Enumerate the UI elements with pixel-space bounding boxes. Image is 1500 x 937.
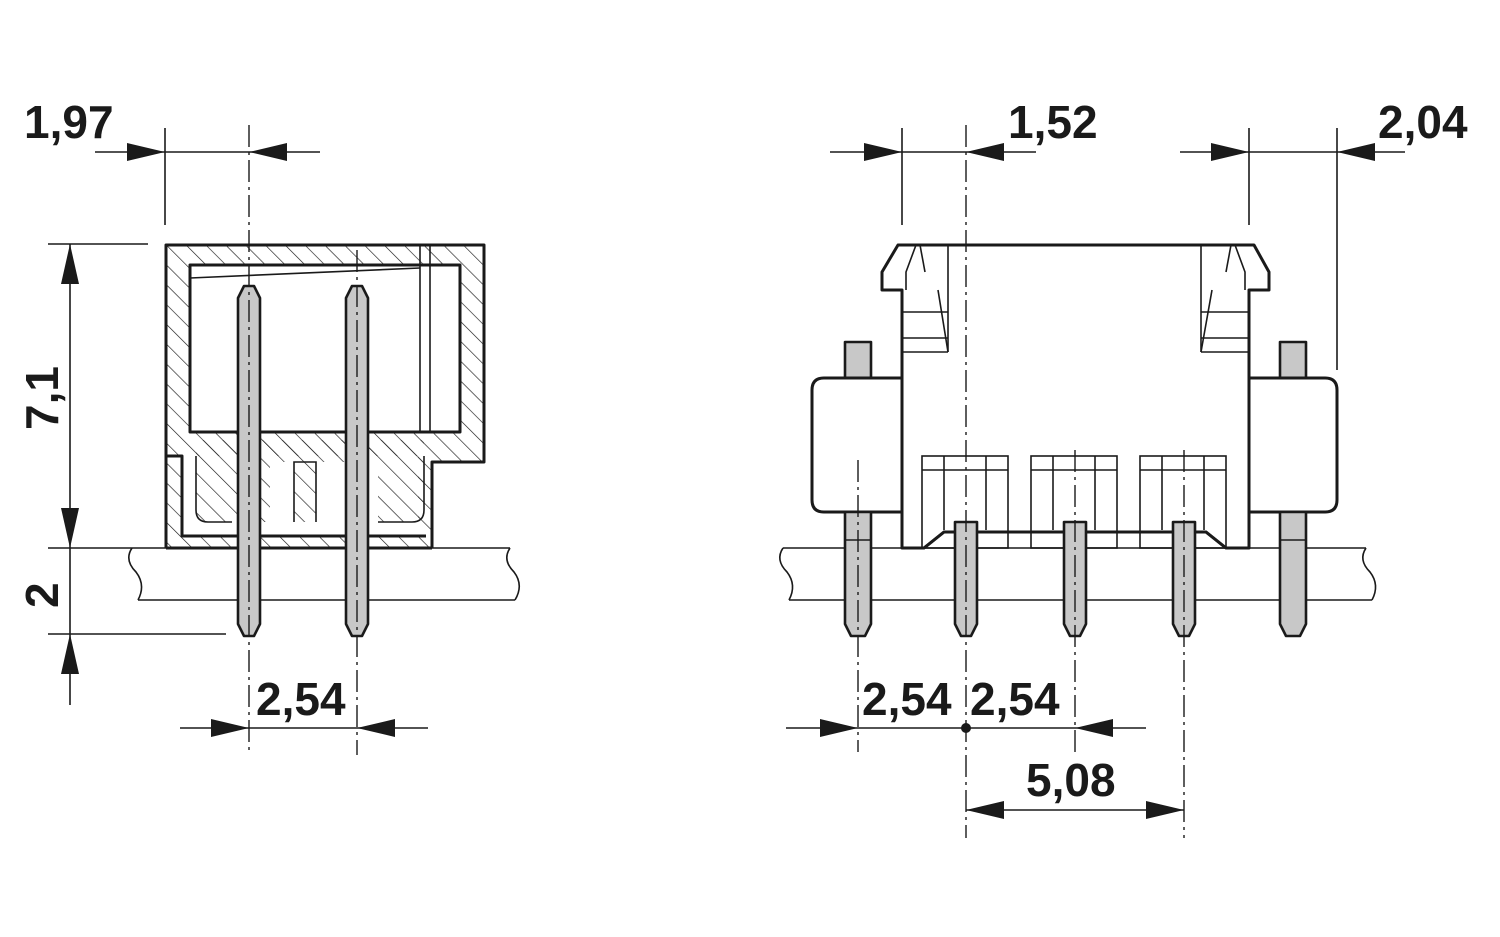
dimension-7-1: 7,1 [16,243,148,549]
dimension-front-2-54-left-label: 2,54 [862,673,952,725]
dimension-side-2-54-label: 2,54 [256,673,346,725]
side-board [128,547,521,601]
dimension-7-1-label: 7,1 [16,366,68,430]
left-flange [810,340,904,514]
dimension-2-04: 2,04 [1180,96,1468,370]
dimension-5-08-label: 5,08 [1026,754,1116,806]
dimension-1-52: 1,52 [830,96,1098,225]
dimension-2-label: 2 [16,582,68,608]
dimension-front-2-54-right-label: 2,54 [970,673,1060,725]
right-flange [1247,340,1339,514]
front-pin-right-flange [1278,510,1308,638]
dimension-2: 2 [16,548,226,705]
front-pin-3 [1171,520,1197,638]
front-housing [880,243,1271,550]
dimension-front-2-54-pair: 2,54 2,54 [786,673,1146,737]
dimension-1-52-label: 1,52 [1008,96,1098,148]
contact-slot-3 [1139,455,1227,549]
dimension-5-08: 5,08 [966,754,1184,819]
front-pin-1 [953,520,979,638]
front-pin-2 [1062,520,1088,638]
dimension-1-97: 1,97 [24,96,320,225]
dimension-2-04-label: 2,04 [1378,96,1468,148]
dimension-side-2-54: 2,54 [180,673,428,737]
side-section-view: 1,97 7,1 2 2,54 [16,96,521,755]
dimension-1-97-label: 1,97 [24,96,114,148]
front-view: 1,52 2,04 2,54 2,54 5,08 [779,96,1468,838]
side-housing [164,243,486,550]
